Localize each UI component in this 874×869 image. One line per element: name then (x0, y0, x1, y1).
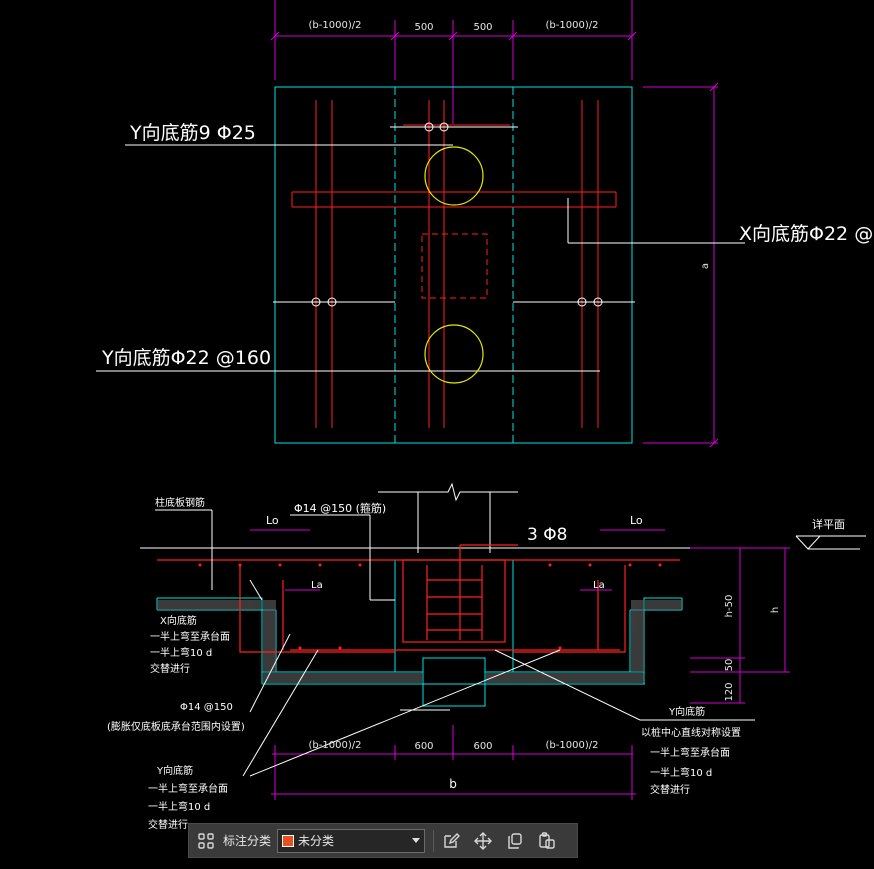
section-label-lo-right: Lo (630, 514, 643, 527)
svg-text:一半上弯至承台面: 一半上弯至承台面 (150, 630, 230, 643)
section-dim-h: h (770, 607, 781, 613)
plan-label-y-top: Y向底筋9 Φ25 (129, 122, 256, 144)
section-label-la-right: La (593, 580, 605, 591)
section-view: 柱底板钢筋 Φ14 @150 (箍筋) 3 Φ8 Lo Lo La La 详平面… (107, 482, 866, 831)
plan-dim-top-3: 500 (473, 22, 492, 33)
chevron-down-icon (412, 838, 421, 843)
svg-text:一半上弯10 d: 一半上弯10 d (148, 800, 210, 813)
category-select[interactable]: 未分类 (277, 828, 426, 853)
plan-dim-top-1: (b-1000)/2 (309, 20, 362, 31)
grid-apps-icon (198, 832, 214, 849)
svg-text:交替进行: 交替进行 (650, 783, 690, 796)
section-label-detail-plan: 详平面 (812, 517, 845, 531)
plan-dim-right: a (700, 263, 711, 269)
svg-text:以桩中心直线对称设置: 以桩中心直线对称设置 (641, 726, 741, 739)
section-dim-bottom-4: (b-1000)/2 (546, 740, 599, 751)
svg-text:交替进行: 交替进行 (150, 662, 190, 675)
section-label-pile-rebar: 柱底板钢筋 (155, 496, 205, 509)
section-label-la-left: La (311, 580, 323, 591)
section-dim-bottom-2: 600 (414, 741, 433, 752)
svg-text:一半上弯至承台面: 一半上弯至承台面 (148, 782, 228, 795)
svg-text:一半上弯10 d: 一半上弯10 d (650, 766, 712, 779)
svg-text:一半上弯10 d: 一半上弯10 d (150, 646, 212, 659)
svg-text:Φ14 @150: Φ14 @150 (180, 702, 233, 713)
plan-dim-top-2: 500 (414, 22, 433, 33)
edit-button[interactable] (438, 828, 464, 854)
svg-text:Y向底筋: Y向底筋 (156, 764, 193, 777)
section-dim-right-bot: 120 (724, 682, 735, 701)
svg-text:交替进行: 交替进行 (148, 818, 188, 831)
plan-label-y-bottom: Y向底筋Φ22 @160 (101, 347, 271, 369)
plan-dim-top-4: (b-1000)/2 (546, 20, 599, 31)
copy-icon (508, 832, 522, 849)
move-icon (474, 831, 493, 850)
plan-label-x-right: X向底筋Φ22 @160 (739, 223, 874, 245)
category-select-value: 未分类 (298, 834, 335, 848)
section-label-y-rebar-left: Y向底筋 一半上弯至承台面 一半上弯10 d 交替进行 (148, 764, 228, 831)
copy-button[interactable] (502, 828, 528, 854)
category-label: 标注分类 (223, 834, 272, 848)
svg-text:Y向底筋: Y向底筋 (668, 705, 705, 718)
section-dim-bottom-3: 600 (473, 741, 492, 752)
section-label-y-rebar-right: Y向底筋 以桩中心直线对称设置 一半上弯至承台面 一半上弯10 d 交替进行 (641, 705, 741, 796)
paste-icon (539, 831, 555, 849)
svg-text:(膨胀仅底板底承台范围内设置): (膨胀仅底板底承台范围内设置) (107, 720, 245, 733)
move-button[interactable] (470, 828, 496, 854)
toolbar-divider (433, 829, 435, 852)
section-dim-right-mid: 50 (724, 659, 735, 672)
section-dim-right-top: h-50 (724, 595, 735, 618)
section-label-x-rebar: X向底筋 一半上弯至承台面 一半上弯10 d 交替进行 (150, 614, 230, 675)
paste-button[interactable] (534, 828, 560, 854)
edit-icon (444, 832, 461, 848)
grid-apps-button[interactable] (193, 828, 219, 854)
section-dim-bottom-1: (b-1000)/2 (309, 740, 362, 751)
section-label-3phi8: 3 Φ8 (527, 525, 567, 545)
annotation-toolbar: 标注分类 未分类 (188, 823, 578, 858)
section-label-stirrup: Φ14 @150 (箍筋) (294, 501, 386, 515)
section-label-phi14: Φ14 @150 (膨胀仅底板底承台范围内设置) (107, 702, 245, 733)
svg-text:一半上弯至承台面: 一半上弯至承台面 (650, 746, 730, 759)
plan-view: (b-1000)/2 500 500 (b-1000)/2 a (96, 0, 874, 448)
category-color-swatch (282, 834, 295, 847)
svg-text:X向底筋: X向底筋 (160, 614, 197, 627)
section-dim-total: b (449, 777, 457, 791)
section-label-lo-left: Lo (266, 514, 279, 527)
